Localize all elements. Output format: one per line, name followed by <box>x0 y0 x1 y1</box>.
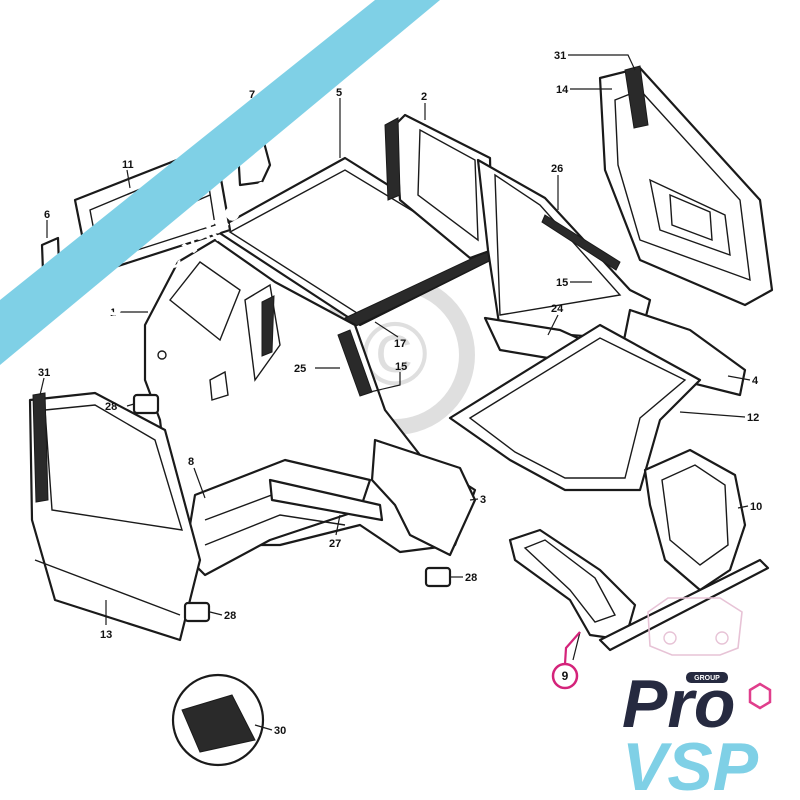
part-25-pillar-seal[interactable] <box>261 295 275 357</box>
logo-hex-icon <box>748 682 772 710</box>
logo-car-wheel-right <box>715 631 729 645</box>
part-28-plug-c[interactable] <box>183 601 211 623</box>
callout-28-b: 28 <box>465 572 477 584</box>
callout-26: 26 <box>551 163 563 175</box>
part-31-door-seal-top[interactable] <box>624 65 649 129</box>
callout-31-left: 31 <box>38 367 50 379</box>
callout-15-right: 15 <box>556 277 568 289</box>
part-9-front-inner-panel[interactable] <box>508 528 637 642</box>
highlight-leader <box>563 631 581 665</box>
part-26-door-frame[interactable] <box>476 158 652 342</box>
part-30-blanking-pad-inset[interactable] <box>171 673 265 767</box>
callout-12: 12 <box>747 412 759 424</box>
callout-28-a: 28 <box>105 401 117 413</box>
logo-car-wheel-left <box>663 631 677 645</box>
highlight-callout-9[interactable]: 9 <box>551 631 581 690</box>
callout-2: 2 <box>421 91 427 103</box>
callout-27: 27 <box>329 538 341 550</box>
part-27-sill[interactable] <box>268 478 384 522</box>
logo-car-outline <box>647 597 743 656</box>
callout-11: 11 <box>122 159 134 171</box>
logo-line-1: Pro <box>622 666 735 742</box>
logo-tagline: GROUP <box>694 675 720 682</box>
callout-13: 13 <box>100 629 112 641</box>
callouts: 31 14 2 5 7 11 6 26 15 24 4 12 1 17 25 1… <box>38 50 762 737</box>
part-13-front-door[interactable] <box>28 391 202 642</box>
part-28-plug-a[interactable] <box>132 393 160 415</box>
callout-7: 7 <box>249 89 255 101</box>
callout-10: 10 <box>750 501 762 513</box>
callout-6: 6 <box>44 209 50 221</box>
part-28-plug-b[interactable] <box>424 566 452 588</box>
callout-3: 3 <box>480 494 486 506</box>
callout-28-c: 28 <box>224 610 236 622</box>
part-12-hood[interactable] <box>448 323 702 492</box>
part-14-rear-door[interactable] <box>598 66 774 307</box>
callout-4: 4 <box>752 375 759 387</box>
callout-31-top: 31 <box>554 50 566 62</box>
part-2-windscreen-seal[interactable] <box>384 117 401 201</box>
callout-24: 24 <box>551 303 564 315</box>
logo-tagline-pill <box>686 672 728 683</box>
callout-25: 25 <box>294 363 306 375</box>
part-3-front-fender[interactable] <box>370 438 477 557</box>
callout-8: 8 <box>188 456 194 468</box>
callout-1: 1 <box>110 307 116 319</box>
callout-17: 17 <box>394 338 406 350</box>
logo-line-2: VSP <box>622 729 759 800</box>
part-9-rail[interactable] <box>598 558 770 652</box>
callout-5: 5 <box>336 87 342 99</box>
callout-30: 30 <box>274 725 286 737</box>
part-31-door-seal-left[interactable] <box>32 392 49 503</box>
provsp-logo: GROUP Pro VSP <box>622 597 772 800</box>
part-15-door-seal-right[interactable] <box>541 214 621 271</box>
highlight-number: 9 <box>562 669 569 683</box>
watermark-band <box>0 0 440 365</box>
callout-15-mid: 15 <box>395 361 407 373</box>
callout-14: 14 <box>556 84 569 96</box>
part-10-inner-arch-box[interactable] <box>643 448 747 592</box>
